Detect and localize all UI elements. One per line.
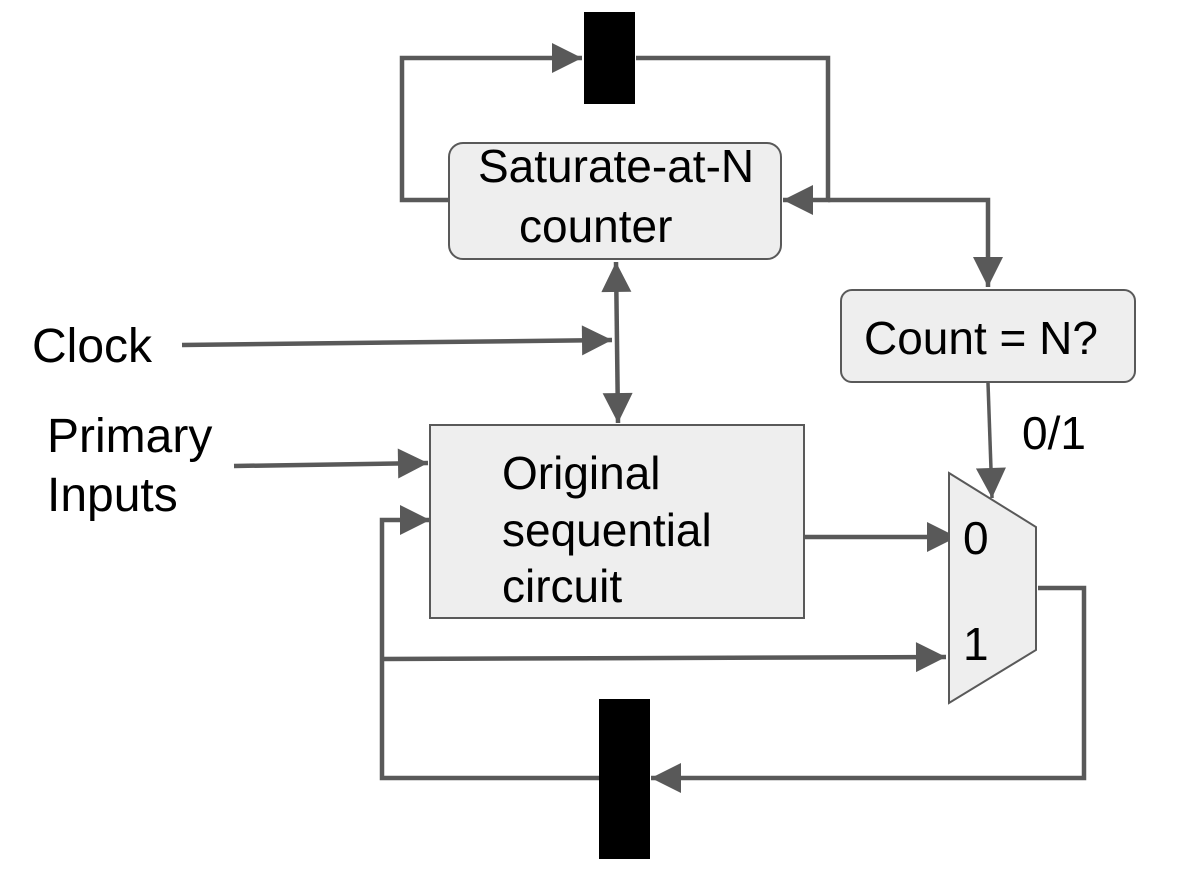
- bottom-register: [599, 699, 650, 859]
- feedback-to-mux1-wire: [381, 642, 947, 673]
- circuit-label-line3: circuit: [502, 560, 622, 612]
- clock-wire: [181, 325, 613, 356]
- top-register: [584, 12, 635, 104]
- saturate-counter-box: [448, 142, 782, 260]
- select-signal-label: 0/1: [1022, 407, 1086, 459]
- primary-inputs-label-line1: Primary: [47, 410, 212, 463]
- register-to-circuit-wire: [379, 505, 600, 781]
- circuit-label-line2: sequential: [502, 504, 712, 556]
- counter-label-line1: Saturate-at-N: [478, 140, 754, 192]
- primary-inputs-label-line2: Inputs: [47, 469, 178, 522]
- select-wire: [975, 382, 1006, 499]
- clock-label: Clock: [32, 320, 153, 373]
- compare-label: Count = N?: [864, 312, 1098, 364]
- mux-input-0-label: 0: [963, 512, 989, 564]
- register-to-counter-wire: [636, 55, 831, 215]
- counter-to-compare-wire: [828, 197, 1003, 287]
- clock-distribution-wire: [601, 261, 633, 424]
- original-circuit-box: [429, 424, 805, 619]
- primary-inputs-wire: [233, 448, 429, 479]
- counter-label-line2: counter: [519, 200, 672, 252]
- mux-input-1-label: 1: [963, 618, 989, 670]
- counter-to-register-wire: [399, 43, 582, 203]
- circuit-label-line1: Original: [502, 447, 661, 499]
- compare-box: [840, 289, 1136, 383]
- multiplexer: [948, 471, 1037, 705]
- mux-to-register-wire: [651, 585, 1087, 793]
